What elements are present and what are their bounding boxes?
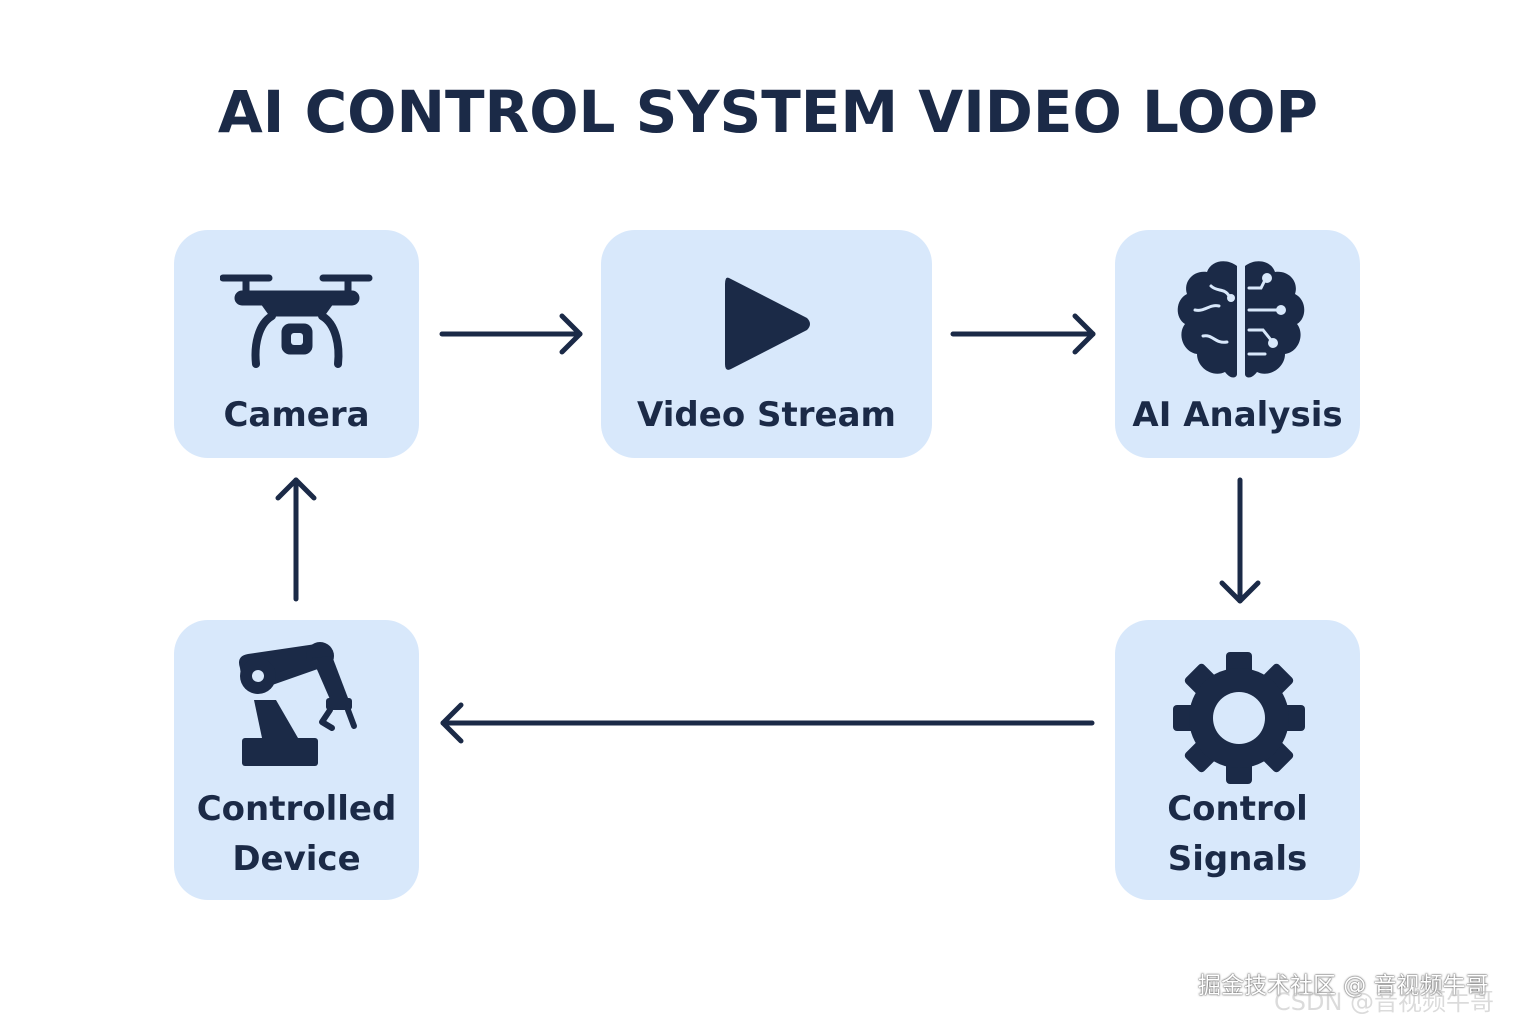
node-label: Camera	[223, 395, 370, 435]
arrow-ai-analysis-to-control-signals	[1219, 477, 1261, 604]
node-label-line1: Controlled	[196, 789, 397, 829]
diagram-title: AI CONTROL SYSTEM VIDEO LOOP	[217, 78, 1319, 146]
node-label-line2: Device	[232, 839, 361, 879]
node-label-line2: Signals	[1167, 839, 1308, 879]
node-label: Video Stream	[637, 395, 896, 435]
node-label-line1: Control	[1167, 789, 1308, 829]
node-video-stream: Video Stream	[601, 230, 932, 458]
brain-circuit-icon	[1177, 261, 1305, 378]
play-icon	[725, 277, 810, 370]
node-controlled-device: Controlled Device	[174, 620, 419, 900]
watermark-juejin: 掘金技术社区 @ 音视频牛哥	[1198, 973, 1489, 999]
gear-icon	[1173, 652, 1305, 784]
node-control-signals: Control Signals	[1115, 620, 1360, 900]
watermark-csdn: CSDN @音视频牛哥	[1274, 988, 1495, 1016]
node-ai-analysis: AI Analysis	[1115, 230, 1360, 458]
drone-icon	[220, 274, 373, 368]
arrow-control-signals-to-controlled-device	[440, 702, 1095, 744]
arrow-camera-to-video-stream	[439, 313, 583, 355]
arrow-controlled-device-to-camera	[275, 477, 317, 602]
node-camera: Camera	[174, 230, 419, 458]
node-label: AI Analysis	[1132, 395, 1343, 435]
robot-arm-icon	[239, 642, 357, 766]
arrow-video-stream-to-ai-analysis	[950, 313, 1096, 355]
